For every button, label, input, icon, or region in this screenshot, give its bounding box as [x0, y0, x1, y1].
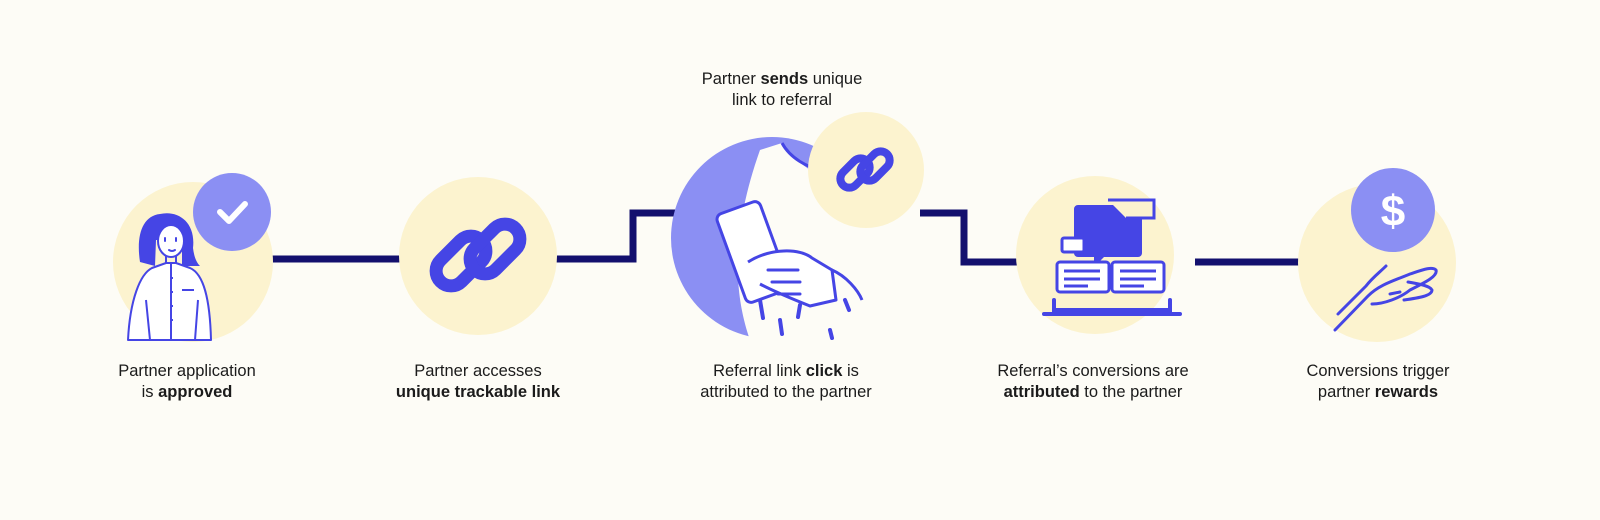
chain-link-icon	[429, 217, 527, 293]
caption-step-1: Partner application is approved	[57, 361, 317, 403]
caption-step-5: Conversions trigger partner rewards	[1248, 361, 1508, 403]
step-approved	[113, 173, 273, 342]
caption-line-1: Partner accesses	[414, 362, 542, 380]
caption-line-2: unique trackable link	[395, 383, 561, 401]
caption-line-1: Referral’s conversions are	[997, 362, 1189, 380]
step-click	[671, 112, 924, 340]
check-icon	[217, 201, 248, 224]
step-rewards: $	[1298, 168, 1456, 342]
top-caption-line-1: Partner sends unique	[701, 70, 863, 88]
check-badge	[193, 173, 271, 251]
caption-step-2: Partner accesses unique trackable link	[348, 361, 608, 403]
top-caption-step-3: Partner sends unique link to referral	[652, 69, 912, 111]
caption-step-4: Referral’s conversions are attributed to…	[963, 361, 1223, 403]
dollar-icon: $	[1381, 187, 1405, 236]
caption-line-2: attributed to the partner	[700, 383, 872, 401]
step-conversions	[1016, 176, 1182, 334]
caption-line-2: partner rewards	[1317, 383, 1439, 401]
approved-partner-icon	[127, 213, 212, 341]
caption-step-3: Referral link click is attributed to the…	[656, 361, 916, 403]
caption-line-1: Partner application	[118, 362, 256, 380]
step-link	[399, 177, 557, 335]
connector-line	[268, 209, 1325, 266]
caption-line-2: attributed to the partner	[1003, 383, 1183, 401]
conversations-icon	[1042, 198, 1182, 316]
caption-line-1: Conversions trigger	[1306, 362, 1450, 380]
chain-link-badge-icon	[836, 147, 894, 192]
top-caption-line-2: link to referral	[732, 91, 832, 109]
giving-hand-icon	[1333, 264, 1438, 332]
caption-line-2: is approved	[141, 383, 233, 401]
dollar-badge	[1351, 168, 1435, 252]
caption-line-1: Referral link click is	[713, 362, 859, 380]
